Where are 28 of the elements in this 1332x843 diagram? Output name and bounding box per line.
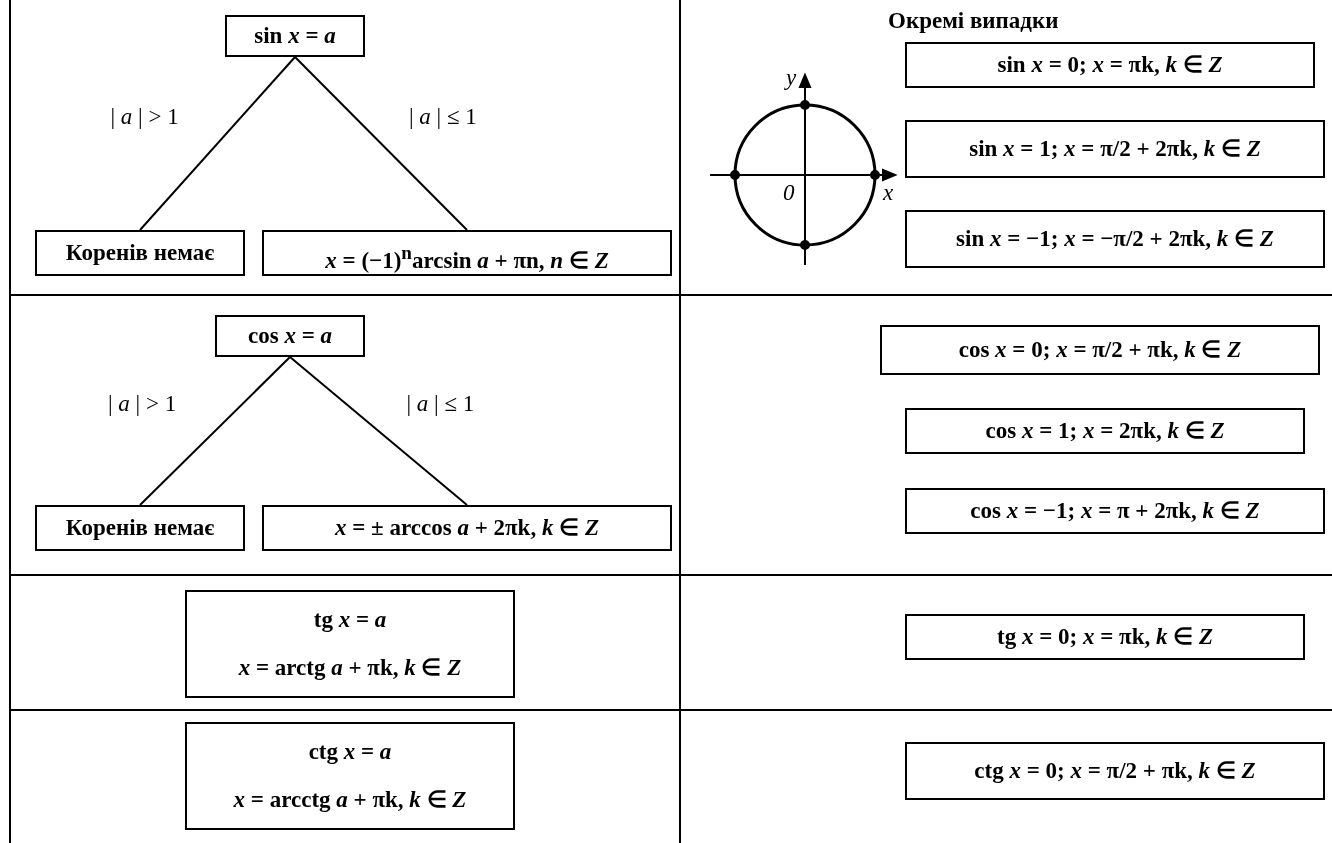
formula-box: sin x = a bbox=[225, 15, 365, 57]
result-box: Коренів немає bbox=[35, 230, 245, 276]
formula-box: cos x = 0; x = π/2 + πk, k ∈ Z bbox=[880, 325, 1320, 375]
formula-box bbox=[185, 590, 515, 698]
formula-box: sin x = 1; x = π/2 + 2πk, k ∈ Z bbox=[905, 120, 1325, 178]
formula-box: sin x = 0; x = πk, k ∈ Z bbox=[905, 42, 1315, 88]
section-heading: Окремі випадки bbox=[887, 8, 1060, 34]
axis-label: y bbox=[783, 65, 798, 91]
equation-text: tg x = a bbox=[312, 606, 388, 634]
formula-box bbox=[185, 722, 515, 830]
branch-line bbox=[139, 356, 291, 506]
formula-box: x = (−1)$^{n}$arcsin a + πn, n ∈ Z bbox=[262, 230, 672, 276]
formula-box: x = ± arccos a + 2πk, k ∈ Z bbox=[262, 505, 672, 551]
branch-line bbox=[294, 56, 468, 231]
branch-line bbox=[139, 56, 296, 231]
axis-label: 0 bbox=[782, 180, 796, 206]
branch-line bbox=[289, 356, 468, 506]
axis-label: x bbox=[881, 180, 895, 206]
formula-box: cos x = −1; x = π + 2πk, k ∈ Z bbox=[905, 488, 1325, 534]
formula-box: ctg x = 0; x = π/2 + πk, k ∈ Z bbox=[905, 742, 1325, 800]
solution-text: x = arcctg a + πk, k ∈ Z bbox=[232, 786, 468, 814]
solution-text: x = arctg a + πk, k ∈ Z bbox=[237, 654, 463, 682]
result-box: Коренів немає bbox=[35, 505, 245, 551]
equation-text: ctg x = a bbox=[307, 738, 393, 766]
formula-box: tg x = 0; x = πk, k ∈ Z bbox=[905, 614, 1305, 660]
formula-box: cos x = 1; x = 2πk, k ∈ Z bbox=[905, 408, 1305, 454]
formula-box: cos x = a bbox=[215, 315, 365, 357]
formula-box: sin x = −1; x = −π/2 + 2πk, k ∈ Z bbox=[905, 210, 1325, 268]
